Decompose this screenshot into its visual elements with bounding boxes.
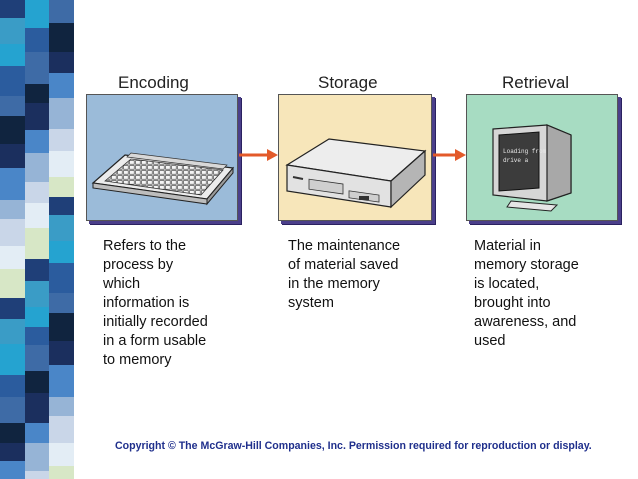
- encoding-panel: [86, 94, 238, 221]
- strip-tile: [24, 182, 50, 203]
- strip-tile: [49, 241, 74, 263]
- strip-tile: [0, 96, 25, 116]
- strip-tile: [0, 246, 25, 269]
- strip-tile: [0, 443, 25, 461]
- copyright-notice: Copyright © The McGraw-Hill Companies, I…: [115, 440, 592, 452]
- strip-tile: [49, 341, 74, 365]
- strip-tile: [49, 73, 74, 98]
- strip-tile: [24, 307, 50, 327]
- strip-tile: [49, 129, 74, 151]
- strip-tile: [24, 471, 50, 479]
- strip-column: [49, 0, 74, 479]
- strip-tile: [24, 371, 50, 393]
- strip-tile: [49, 98, 74, 129]
- strip-tile: [49, 466, 74, 479]
- strip-tile: [24, 28, 50, 52]
- strip-tile: [24, 84, 50, 103]
- strip-tile: [0, 66, 25, 96]
- strip-tile: [24, 103, 50, 130]
- strip-tile: [24, 443, 50, 471]
- stage-label-encoding: Encoding: [118, 73, 189, 92]
- strip-tile: [0, 298, 25, 319]
- strip-column: [0, 0, 25, 479]
- arrow-encoding-to-storage: [237, 147, 279, 168]
- strip-tile: [49, 443, 74, 466]
- strip-tile: [24, 345, 50, 371]
- storage-panel: [278, 94, 432, 221]
- retrieval-panel: Loading from drive a: [466, 94, 618, 221]
- strip-tile: [24, 259, 50, 281]
- strip-tile: [24, 0, 50, 28]
- strip-tile: [49, 197, 74, 215]
- strip-tile: [24, 281, 50, 307]
- strip-tile: [0, 397, 25, 423]
- retrieval-description: Material in memory storage is located, b…: [474, 238, 579, 349]
- strip-tile: [0, 269, 25, 298]
- strip-tile: [49, 263, 74, 293]
- strip-tile: [0, 319, 25, 344]
- strip-tile: [0, 168, 25, 200]
- monitor-icon: Loading from drive a: [492, 124, 572, 212]
- strip-tile: [0, 18, 25, 44]
- computer-case-icon: [285, 138, 427, 209]
- decorative-side-strip: [0, 0, 74, 479]
- monitor-screen-line: Loading from: [503, 148, 547, 155]
- strip-tile: [0, 375, 25, 397]
- strip-column: [24, 0, 50, 479]
- strip-tile: [24, 327, 50, 345]
- stage-label-storage: Storage: [318, 73, 378, 92]
- strip-tile: [49, 293, 74, 313]
- strip-tile: [0, 219, 25, 246]
- strip-tile: [24, 423, 50, 443]
- strip-tile: [0, 116, 25, 144]
- strip-tile: [24, 393, 50, 423]
- strip-tile: [0, 144, 25, 168]
- strip-tile: [0, 344, 25, 375]
- stage-label-retrieval: Retrieval: [502, 73, 570, 92]
- strip-tile: [49, 397, 74, 416]
- strip-tile: [24, 153, 50, 182]
- strip-tile: [49, 365, 74, 397]
- strip-tile: [49, 215, 74, 241]
- strip-tile: [24, 228, 50, 259]
- strip-tile: [0, 423, 25, 443]
- strip-tile: [49, 151, 74, 177]
- strip-tile: [49, 177, 74, 197]
- monitor-screen-line: drive a: [503, 157, 529, 164]
- strip-tile: [24, 203, 50, 228]
- strip-tile: [0, 200, 25, 219]
- strip-tile: [0, 44, 25, 66]
- keyboard-icon: [91, 152, 235, 206]
- strip-tile: [24, 52, 50, 84]
- strip-tile: [49, 23, 74, 52]
- strip-tile: [49, 416, 74, 443]
- strip-tile: [0, 461, 25, 479]
- encoding-description: Refers to the process by which informati…: [103, 238, 208, 368]
- strip-tile: [49, 52, 74, 73]
- storage-description: The maintenance of material saved in the…: [288, 238, 401, 311]
- strip-tile: [49, 313, 74, 341]
- strip-tile: [49, 0, 74, 23]
- arrow-storage-to-retrieval: [431, 147, 467, 168]
- strip-tile: [24, 130, 50, 153]
- strip-tile: [0, 0, 25, 18]
